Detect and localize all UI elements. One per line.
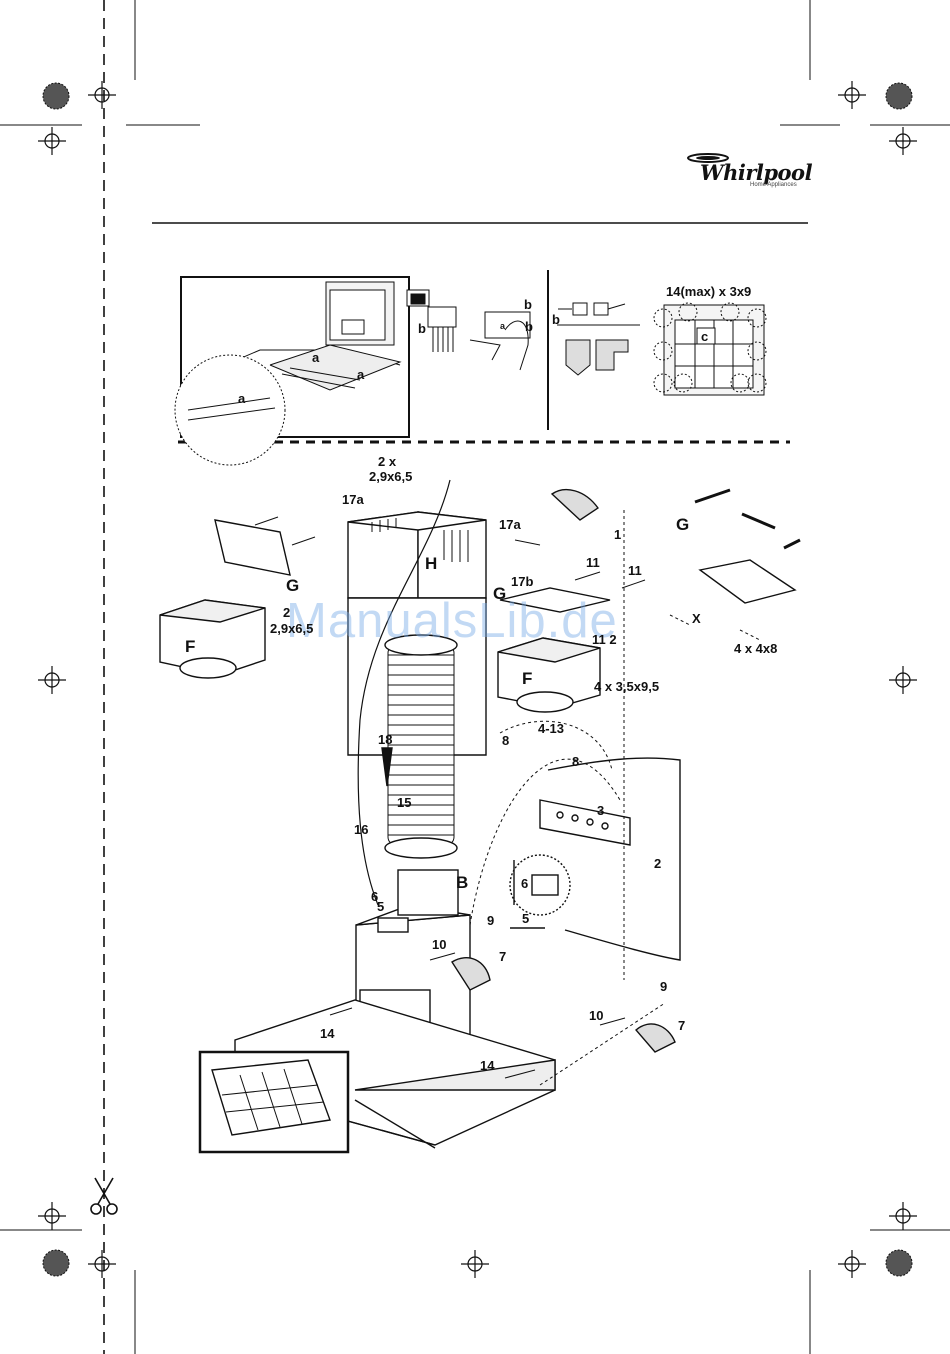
label-14-b: 14 [480, 1059, 494, 1072]
label-x: X [692, 612, 701, 625]
label-g-mid: G [493, 585, 506, 602]
label-b: B [456, 874, 468, 891]
label-4x4x8: 4 x 4x8 [734, 642, 777, 655]
label-14-a: 14 [320, 1027, 334, 1040]
label-9-b: 9 [660, 980, 667, 993]
label-screw-qty: 2 x [378, 455, 396, 468]
label-c: c [701, 330, 708, 343]
panel4-title: 14(max) x 3x9 [666, 285, 751, 298]
label-7-b: 7 [678, 1019, 685, 1032]
label-2: 2 [654, 857, 661, 870]
label-16: 16 [354, 823, 368, 836]
label-a-4: a [500, 322, 505, 331]
label-4-13: 4-13 [538, 722, 564, 735]
label-8-b: 8 [572, 755, 579, 768]
label-4x35: 4 x 3,5x9,5 [594, 680, 659, 693]
label-screw-size: 2,9x6,5 [369, 470, 412, 483]
label-b-2: b [524, 298, 532, 311]
label-b-3: b [525, 320, 533, 333]
label-1: 1 [614, 528, 621, 541]
label-17b: 17b [511, 575, 533, 588]
label-a-3: a [238, 392, 245, 405]
label-6-b: 6 [521, 877, 528, 890]
label-10-b: 10 [589, 1009, 603, 1022]
label-7-a: 7 [499, 950, 506, 963]
label-a-1: a [312, 351, 319, 364]
label-8-a: 8 [502, 734, 509, 747]
label-2-left: 2 [283, 606, 290, 619]
label-11-b: 11 [628, 564, 642, 577]
label-5-a: 5 [377, 900, 384, 913]
label-10-a: 10 [432, 938, 446, 951]
label-g-right: G [676, 516, 689, 533]
label-f-left: F [185, 638, 195, 655]
label-9-a: 9 [487, 914, 494, 927]
label-11-a: 11 [586, 556, 600, 569]
label-18: 18 [378, 733, 392, 746]
label-3: 3 [597, 804, 604, 817]
label-b-1: b [418, 322, 426, 335]
label-g-left: G [286, 577, 299, 594]
label-17a-right: 17a [499, 518, 521, 531]
watermark: ManualsLib.de [286, 593, 618, 649]
label-5-b: 5 [522, 912, 529, 925]
label-2-left-size: 2,9x6,5 [270, 622, 313, 635]
label-17a-left: 17a [342, 493, 364, 506]
label-b-4: b [552, 313, 560, 326]
label-15: 15 [397, 796, 411, 809]
label-h: H [425, 555, 437, 572]
label-f-mid: F [522, 670, 532, 687]
label-a-2: a [357, 368, 364, 381]
label-11-2: 11 2 [592, 633, 617, 646]
